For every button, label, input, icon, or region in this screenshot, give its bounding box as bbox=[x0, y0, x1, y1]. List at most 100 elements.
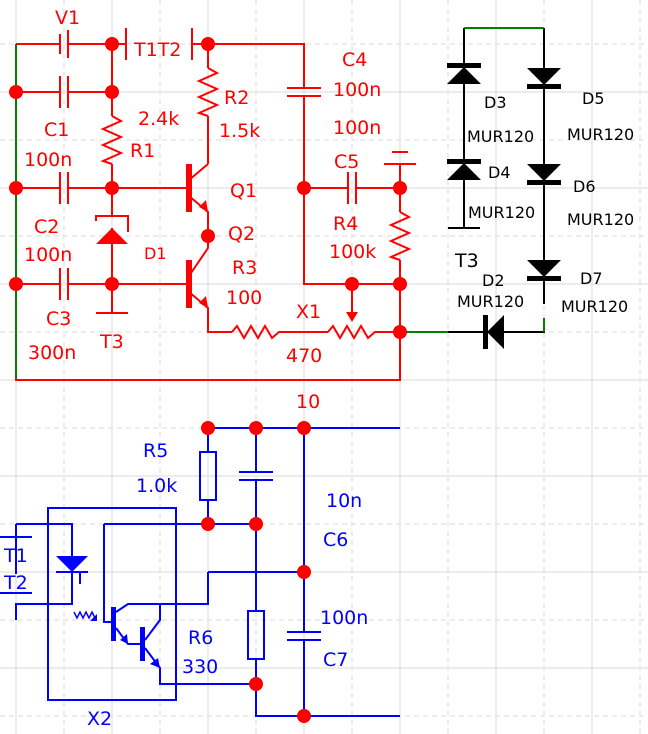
r5-resistor bbox=[199, 451, 217, 501]
label-r4: R4 bbox=[333, 213, 358, 235]
label-net10: 10 bbox=[296, 391, 320, 413]
wire-photo-base bbox=[103, 524, 112, 623]
q1-emitter-arrow bbox=[199, 200, 208, 212]
r4-resistor bbox=[388, 211, 412, 261]
lower-filled-shapes bbox=[56, 556, 160, 668]
upper-labels: V1 T1T2 C1 100n R1 2.4k R2 1.5k C2 100n … bbox=[24, 7, 381, 413]
junction-dot bbox=[201, 517, 215, 531]
label-c7: C7 bbox=[323, 649, 348, 671]
junction-dot bbox=[249, 517, 263, 531]
darlington-base-bar bbox=[140, 627, 145, 661]
label-d7-model: MUR120 bbox=[561, 297, 628, 316]
label-c2-value: 100n bbox=[24, 244, 72, 266]
junction-dot bbox=[393, 325, 407, 339]
phototransistor-base-bar bbox=[111, 607, 116, 641]
d2-cathode-bar bbox=[483, 315, 488, 349]
label-r3: R3 bbox=[232, 257, 257, 279]
junction-dot bbox=[249, 677, 263, 691]
bridge-diodes bbox=[447, 63, 561, 349]
wire-q-collector2 bbox=[144, 604, 161, 641]
label-c4: C4 bbox=[342, 49, 367, 71]
label-r6-value: 330 bbox=[182, 656, 218, 678]
x1-wiper-arrow bbox=[346, 312, 358, 322]
label-t1t2: T1T2 bbox=[133, 39, 181, 61]
led-diode-icon bbox=[56, 556, 88, 572]
junction-dot bbox=[9, 85, 23, 99]
label-t3-bridge: T3 bbox=[454, 250, 479, 272]
wire-q-emitter1 bbox=[115, 627, 142, 645]
label-q2: Q2 bbox=[228, 223, 255, 245]
label-d2: D2 bbox=[482, 271, 505, 290]
junction-dot bbox=[201, 37, 215, 51]
r1-resistor bbox=[100, 115, 124, 165]
label-r2-value: 1.5k bbox=[219, 120, 260, 142]
d5-diode-icon bbox=[527, 68, 561, 85]
junction-dot bbox=[9, 277, 23, 291]
label-x2: X2 bbox=[87, 708, 112, 730]
label-d6-model: MUR120 bbox=[567, 210, 634, 229]
d1-zener-cathode bbox=[95, 215, 129, 232]
label-d1: D1 bbox=[144, 244, 167, 263]
wire-c4 bbox=[208, 43, 400, 285]
junction-dot bbox=[393, 181, 407, 195]
label-c7-value: 100n bbox=[320, 607, 368, 629]
label-v1: V1 bbox=[55, 7, 80, 29]
label-d3: D3 bbox=[484, 93, 507, 112]
d2-diode-icon bbox=[487, 315, 504, 349]
label-r3-value: 100 bbox=[226, 287, 262, 309]
junction-dot bbox=[201, 421, 215, 435]
junction-dot bbox=[105, 85, 119, 99]
r2-resistor bbox=[196, 67, 220, 117]
label-r1: R1 bbox=[130, 140, 155, 162]
label-d4-model: MUR120 bbox=[468, 203, 535, 222]
label-d5: D5 bbox=[582, 89, 605, 108]
junction-dot bbox=[297, 181, 311, 195]
label-c1-value: 100n bbox=[24, 149, 72, 171]
d7-cathode-bar bbox=[527, 276, 561, 281]
label-c4-value: 100n bbox=[333, 79, 381, 101]
d3-diode-icon bbox=[447, 67, 481, 84]
label-c2: C2 bbox=[34, 216, 59, 238]
r6-resistor bbox=[247, 610, 265, 660]
q2-emitter-arrow bbox=[199, 296, 208, 308]
label-t1: T1 bbox=[3, 545, 28, 567]
label-c1: C1 bbox=[44, 119, 69, 141]
bridge-labels: D3 MUR120 D4 MUR120 D5 MUR120 D6 MUR120 … bbox=[454, 89, 634, 316]
label-d4: D4 bbox=[488, 163, 511, 182]
q-emitter-arrow-2 bbox=[150, 658, 160, 668]
label-d7: D7 bbox=[580, 269, 603, 288]
label-d3-model: MUR120 bbox=[467, 127, 534, 146]
d7-diode-icon bbox=[527, 260, 561, 277]
wire-q-emitter2 bbox=[144, 647, 256, 685]
junction-dot bbox=[105, 37, 119, 51]
junction-dot bbox=[297, 709, 311, 723]
label-r4-value: 100k bbox=[329, 241, 376, 263]
label-t2: T2 bbox=[3, 572, 28, 594]
label-r6: R6 bbox=[188, 627, 213, 649]
d5-cathode-bar bbox=[527, 84, 561, 89]
junction-dot bbox=[297, 565, 311, 579]
d4-diode-icon bbox=[447, 163, 481, 180]
label-c5: C5 bbox=[334, 151, 359, 173]
d3-cathode-bar bbox=[447, 63, 481, 68]
light-arrow-head bbox=[90, 614, 97, 621]
label-c6: C6 bbox=[323, 529, 348, 551]
label-q1: Q1 bbox=[230, 180, 257, 202]
lower-circuit bbox=[0, 427, 400, 717]
label-d6: D6 bbox=[573, 177, 596, 196]
wire-led bbox=[15, 523, 73, 620]
label-r5-value: 1.0k bbox=[136, 475, 177, 497]
junction-dot bbox=[249, 421, 263, 435]
label-c6-value: 10n bbox=[326, 490, 362, 512]
label-c5-value: 100n bbox=[333, 117, 381, 139]
d6-cathode-bar bbox=[527, 180, 561, 185]
junction-dot bbox=[105, 181, 119, 195]
x1-potentiometer bbox=[327, 324, 400, 340]
label-c3: C3 bbox=[46, 308, 71, 330]
light-arrow bbox=[73, 610, 96, 620]
d4-cathode-bar bbox=[447, 159, 481, 164]
wire-darlington-collector bbox=[115, 572, 209, 613]
junctions bbox=[9, 37, 407, 723]
junction-dot bbox=[393, 277, 407, 291]
